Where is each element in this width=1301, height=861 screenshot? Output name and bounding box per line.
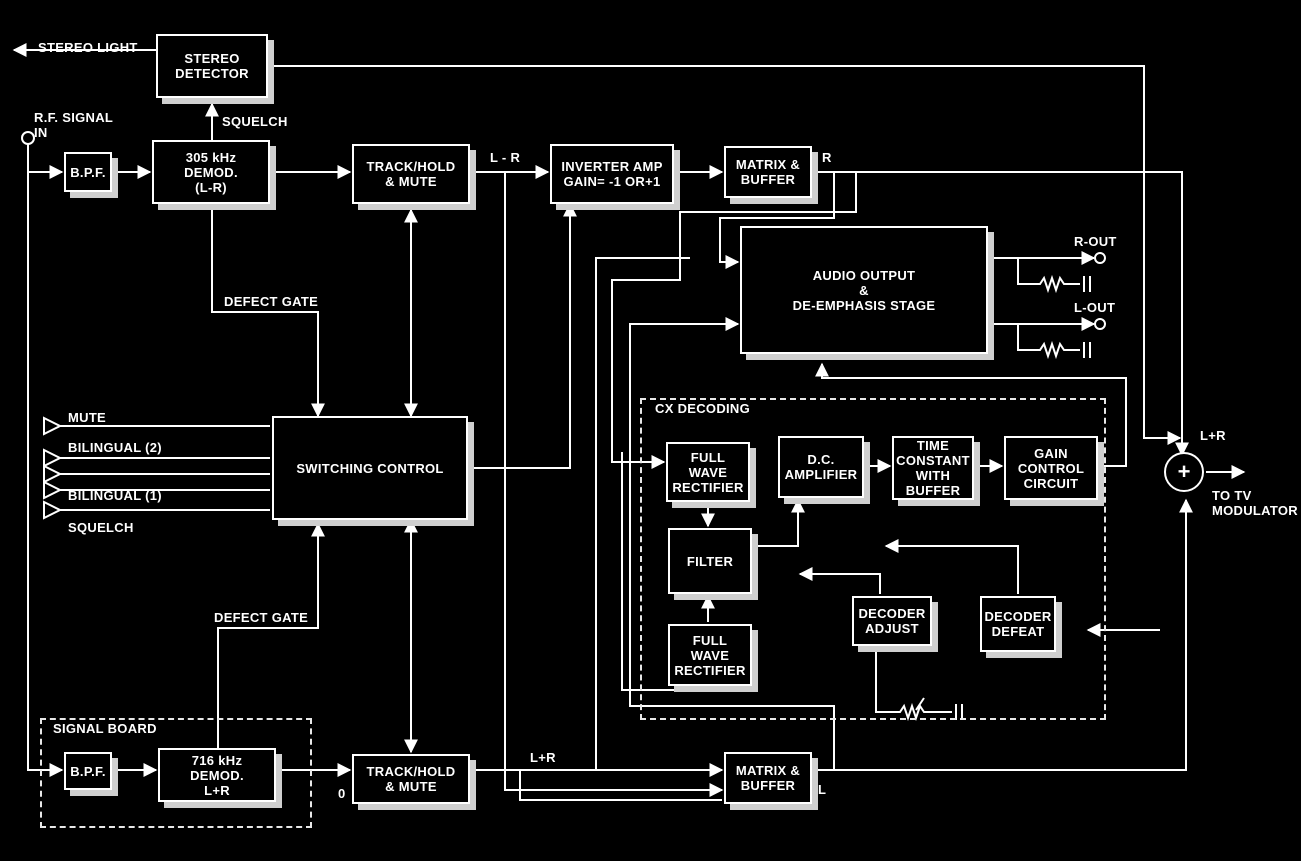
inverter-amp-text: INVERTER AMP GAIN= -1 OR+1 (561, 159, 663, 189)
l-plus-r-right-label: L+R (1200, 428, 1226, 443)
filter-text: FILTER (686, 553, 734, 569)
filter-to-dcamp (752, 498, 805, 547)
bilingual-2-label: BILINGUAL (2) (68, 440, 162, 455)
matrix-l-out (814, 498, 1193, 771)
stereo-light-label: STEREO LIGHT (38, 40, 138, 55)
squelch-top-label: SQUELCH (222, 114, 288, 129)
cx-decoding-label: CX DECODING (652, 401, 754, 416)
stereo-detector-text: STEREO DETECTOR (175, 51, 249, 81)
r-channel-label: R (822, 150, 832, 165)
defect-gate-bottom-wire (217, 522, 325, 752)
stereo-detector-to-summer (262, 65, 1182, 445)
adjust-to-filter (798, 567, 881, 594)
adjust-pot (875, 648, 963, 722)
full-wave-rectifier-2-block: FULL WAVE RECTIFIER (668, 624, 752, 686)
track-hold-bottom-text: TRACK/HOLD & MUTE (366, 764, 456, 794)
defect-gate-bottom-label: DEFECT GATE (214, 610, 309, 625)
switching-input-arrows (43, 416, 63, 520)
full-wave-rectifier-1-block: FULL WAVE RECTIFIER (666, 442, 750, 502)
lplusr-to-audio (595, 257, 690, 770)
full-wave-rectifier-2-text: FULL WAVE RECTIFIER (674, 632, 746, 678)
dc-amplifier-block: D.C. AMPLIFIER (778, 436, 864, 498)
gain-to-audio (815, 362, 1127, 467)
bpf-bottom-text: B.P.F. (70, 763, 106, 779)
defeat-to-filter (884, 539, 1019, 594)
bpf-top-text: B.P.F. (70, 164, 106, 180)
dc-amplifier-text: D.C. AMPLIFIER (784, 452, 858, 482)
signal-board-label: SIGNAL BOARD (50, 721, 160, 736)
l-minus-r-label: L - R (490, 150, 521, 165)
matrix-bottom-text: MATRIX & BUFFER (735, 763, 801, 793)
r-deemphasis-rc (1017, 258, 1091, 294)
inverter-amp-block: INVERTER AMP GAIN= -1 OR+1 (550, 144, 674, 204)
l-plus-r-bottom-label: L+R (530, 750, 556, 765)
audio-output-text: AUDIO OUTPUT & DE-EMPHASIS STAGE (792, 267, 936, 313)
rf-signal-in-label: R.F. SIGNAL IN (34, 110, 114, 140)
demod-305-text: 305 kHz DEMOD. (L-R) (184, 149, 238, 195)
cx-decoding-region (640, 398, 1106, 720)
decoder-adjust-block: DECODER ADJUST (852, 596, 932, 646)
zero-mark-label: 0 (338, 786, 346, 801)
r-out-label: R-OUT (1074, 234, 1117, 249)
defect-gate-top-label: DEFECT GATE (224, 294, 319, 309)
rf-input-wire (27, 144, 64, 777)
signal-board-region (40, 718, 312, 828)
gain-control-block: GAIN CONTROL CIRCUIT (1004, 436, 1098, 500)
track-hold-top-block: TRACK/HOLD & MUTE (352, 144, 470, 204)
full-wave-rectifier-1-text: FULL WAVE RECTIFIER (672, 449, 744, 495)
defect-gate-top-wire (211, 204, 325, 418)
lminusr-to-matrix-bottom (504, 172, 724, 797)
matrix-r-to-audio (719, 172, 835, 269)
filter-block: FILTER (668, 528, 752, 594)
matrix-top-text: MATRIX & BUFFER (735, 157, 801, 187)
decoder-defeat-text: DECODER DEFEAT (984, 609, 1052, 639)
track-hold-bottom-block: TRACK/HOLD & MUTE (352, 754, 470, 804)
bilingual-1-label: BILINGUAL (1) (68, 488, 162, 503)
demod-716-block: 716 kHz DEMOD. L+R (158, 748, 276, 802)
demod-305-block: 305 kHz DEMOD. (L-R) (152, 140, 270, 204)
matrix-l-to-cx (629, 317, 835, 770)
bpf-bottom-block: B.P.F. (64, 752, 112, 790)
summing-junction: + (1164, 452, 1204, 492)
matrix-top-block: MATRIX & BUFFER (724, 146, 812, 198)
time-constant-block: TIME CONSTANT WITH BUFFER (892, 436, 974, 500)
switching-control-text: SWITCHING CONTROL (296, 460, 444, 476)
matrix-bottom-block: MATRIX & BUFFER (724, 752, 812, 804)
bpf-top-block: B.P.F. (64, 152, 112, 192)
stereo-detector-block: STEREO DETECTOR (156, 34, 268, 98)
r-to-fwr2 (621, 452, 709, 691)
switching-control-block: SWITCHING CONTROL (272, 416, 468, 520)
decoder-defeat-block: DECODER DEFEAT (980, 596, 1056, 652)
lplusr-to-inverter-feedback (519, 770, 722, 801)
matrix-r-out (814, 171, 1189, 457)
l-out-label: L-OUT (1074, 300, 1116, 315)
gain-control-text: GAIN CONTROL CIRCUIT (1017, 445, 1085, 491)
l-deemphasis-rc (1017, 324, 1091, 360)
time-constant-text: TIME CONSTANT WITH BUFFER (896, 438, 970, 498)
audio-output-block: AUDIO OUTPUT & DE-EMPHASIS STAGE (740, 226, 988, 354)
to-tv-modulator-label: TO TV MODULATOR (1212, 488, 1298, 518)
matrix-r-to-cx (611, 172, 857, 469)
squelch-left-label: SQUELCH (68, 520, 134, 535)
switching-to-inverter (470, 202, 577, 469)
mute-label: MUTE (68, 410, 107, 425)
track-hold-top-text: TRACK/HOLD & MUTE (366, 159, 456, 189)
decoder-adjust-text: DECODER ADJUST (858, 606, 926, 636)
l-channel-label: L (818, 782, 827, 797)
demod-716-text: 716 kHz DEMOD. L+R (190, 752, 244, 798)
